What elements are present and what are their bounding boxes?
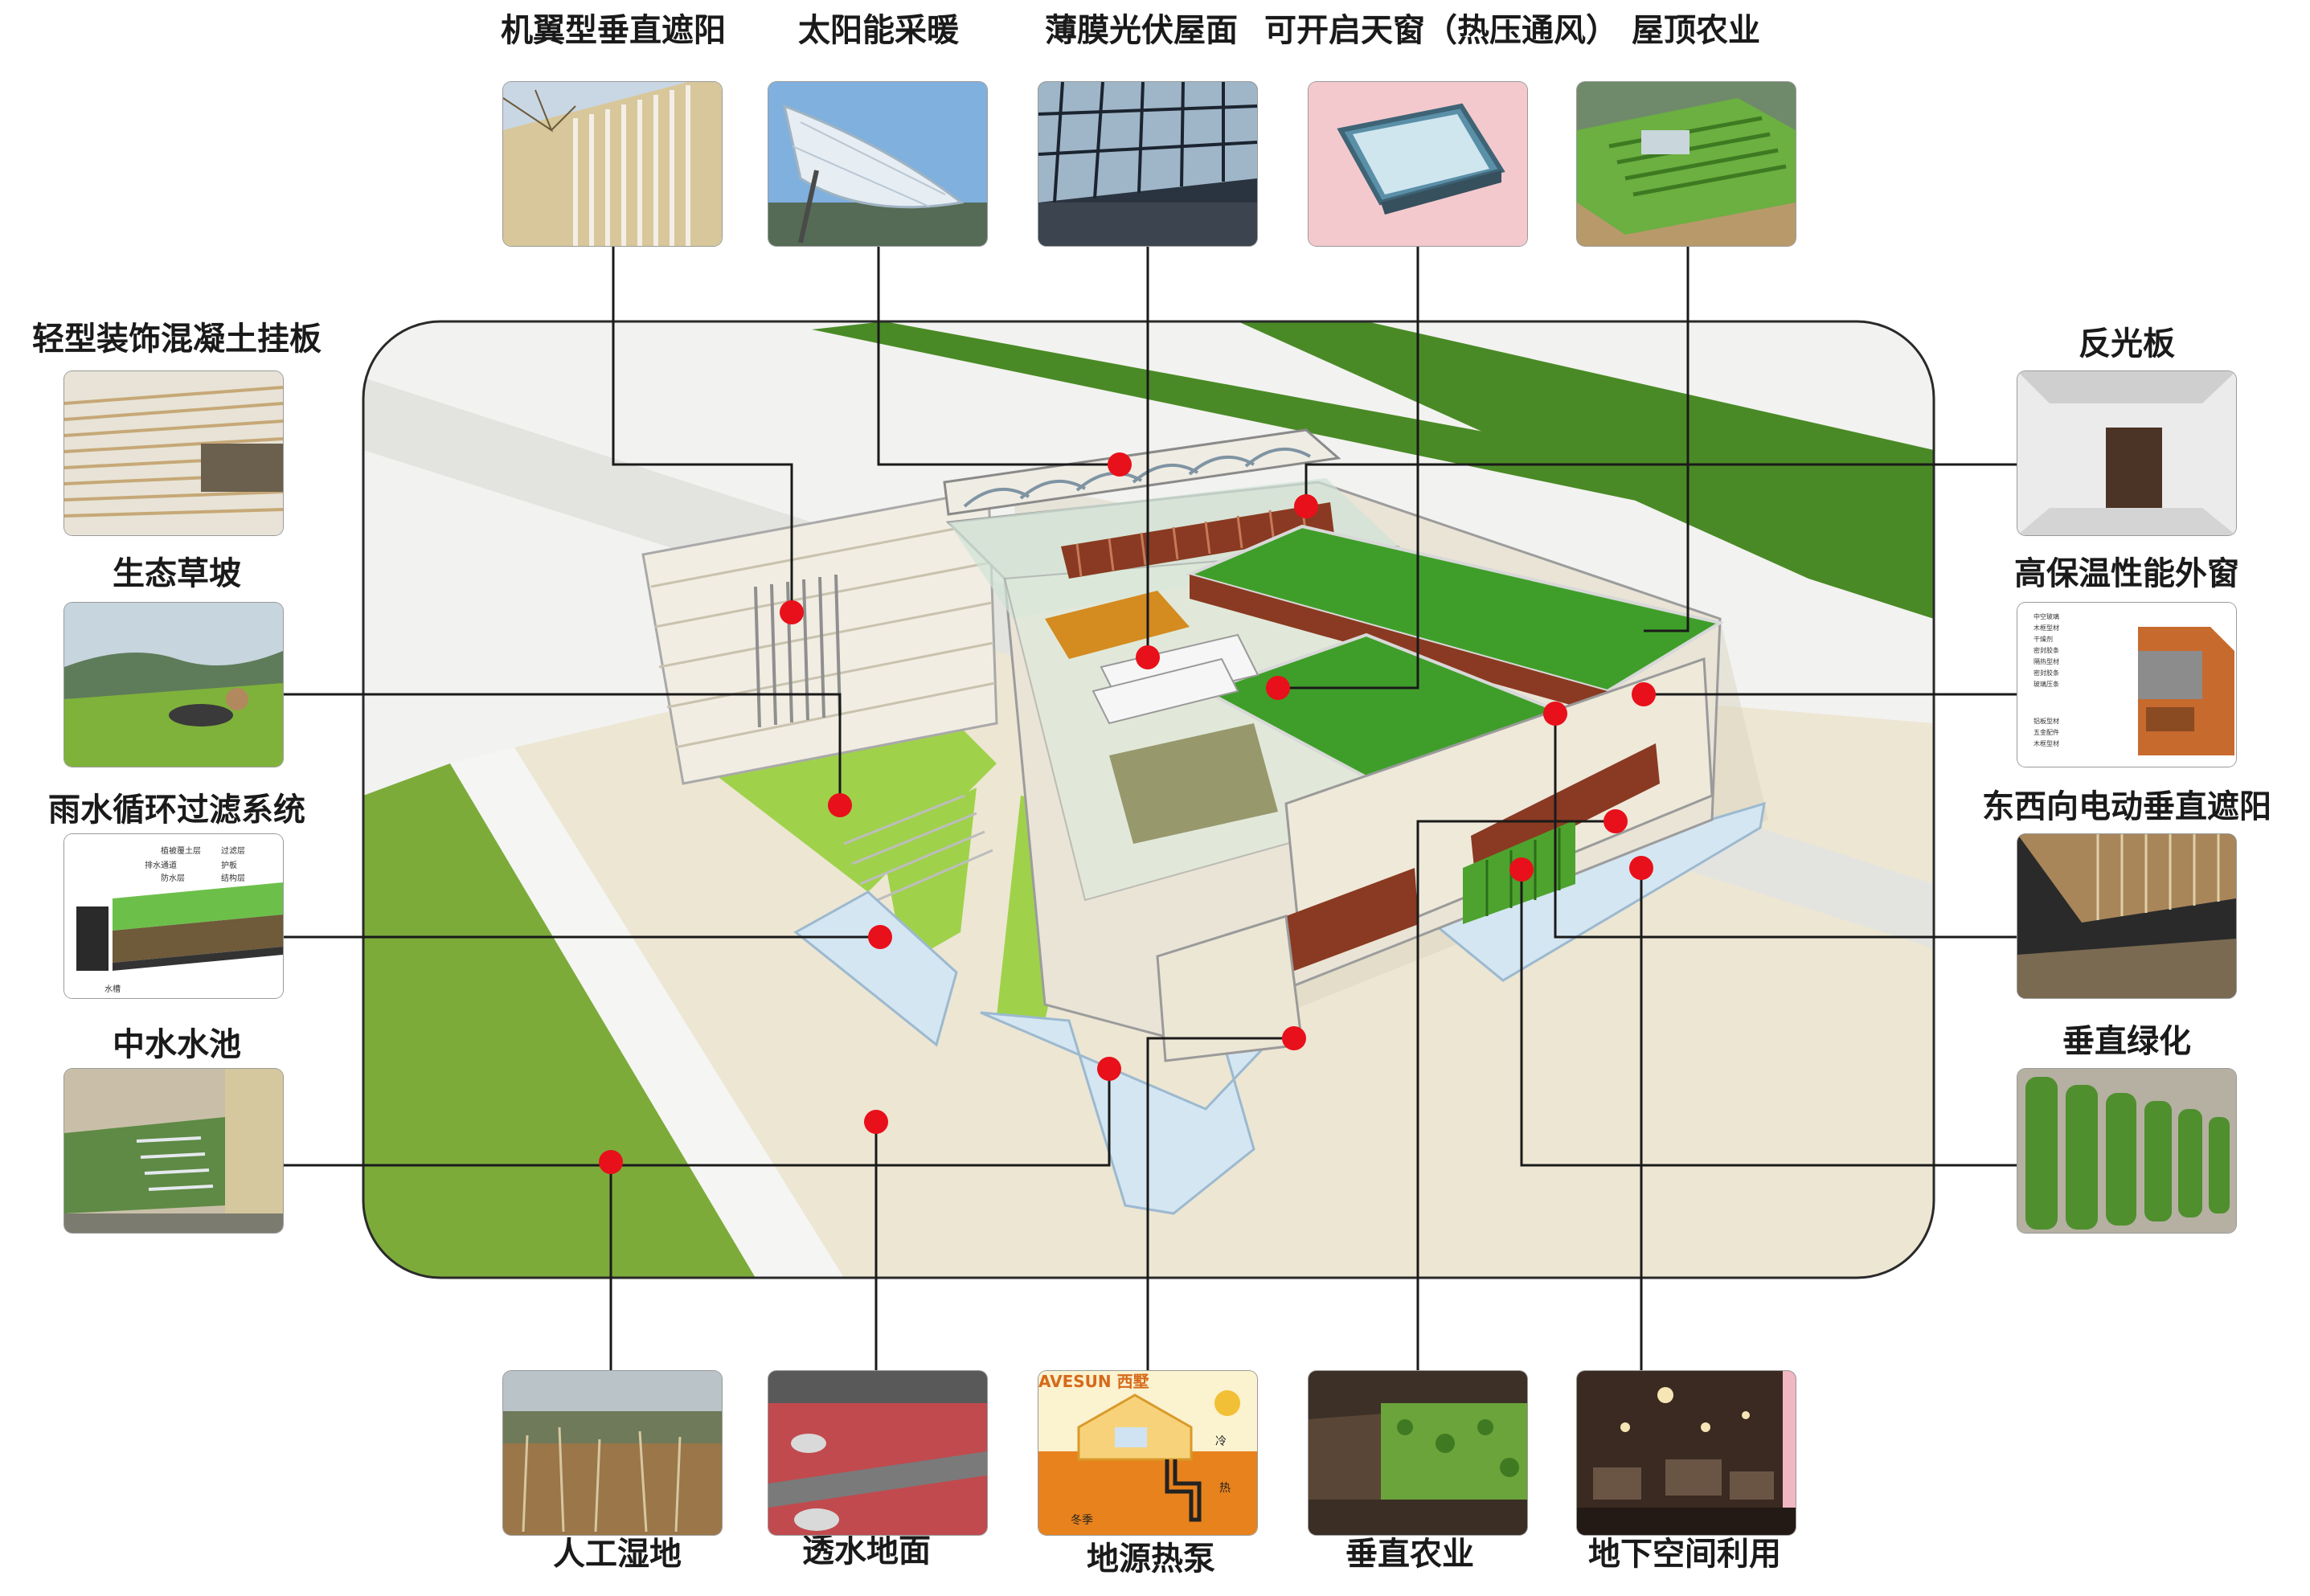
svg-text:护板: 护板 [221,860,237,870]
upper-roof [943,428,1341,516]
label-vertical-greening: 垂直绿化 [2062,1023,2191,1060]
reclaimed-water-pool-plan [793,890,958,1047]
photo-vertical-farming [1309,1371,1527,1535]
label-airfoil-shading: 机翼型垂直遮阳 [501,12,726,49]
svg-text:密封胶条: 密封胶条 [2034,646,2059,654]
label-insulated-window: 高保温性能外窗 [2014,555,2239,592]
photo-operable-skylight [1309,82,1527,246]
photo-rainwater-filter: 植被覆土层 过滤层 排水通道 护板 防水层 结构层 水槽 [64,834,283,998]
photo-solar-heating [768,82,987,246]
svg-text:密封胶条: 密封胶条 [2034,669,2059,677]
photo-airfoil-shading [503,82,722,246]
svg-text:木框型材: 木框型材 [2034,739,2059,747]
label-underground-space: 地下空间利用 [1588,1536,1781,1573]
photo-insulated-window: 中空玻璃 木框型材 干燥剂 密封胶条 隔热型材 密封胶条 玻璃压条 铝板型材 五… [2017,603,2236,767]
svg-text:冷: 冷 [1215,1435,1227,1448]
photo-reclaimed-water-pool [64,1069,283,1233]
label-eco-grass-slope: 生态草坡 [113,555,241,592]
svg-text:干燥剂: 干燥剂 [2034,635,2053,643]
lawn-south-west [363,763,756,1278]
photo-rooftop-farming [1577,82,1796,246]
svg-text:防水层: 防水层 [161,873,185,883]
svg-text:冬季: 冬季 [1071,1514,1093,1527]
svg-text:玻璃压条: 玻璃压条 [2034,680,2059,688]
photo-vertical-greening [2017,1069,2236,1233]
photo-ground-source-heat-pump: AVESUN 西墅 冷 热 冬季 [1038,1371,1257,1535]
label-ground-source-heat-pump: 地源热泵 [1087,1541,1215,1578]
svg-text:过滤层: 过滤层 [221,845,245,856]
photo-thin-film-pv-roof [1038,82,1257,246]
label-artificial-wetland: 人工湿地 [553,1536,682,1573]
label-vertical-farming: 垂直农业 [1345,1536,1474,1573]
svg-text:排水通道: 排水通道 [145,860,177,870]
photo-underground-space [1577,1371,1796,1535]
label-solar-heating: 太阳能采暖 [798,12,959,49]
label-thin-film-pv-roof: 薄膜光伏屋面 [1045,12,1238,49]
label-motorized-shading: 东西向电动垂直遮阳 [1982,788,2271,825]
label-concrete-panel: 轻型装饰混凝土挂板 [32,321,322,358]
svg-text:五金配件: 五金配件 [2034,728,2059,736]
svg-text:植被覆土层: 植被覆土层 [161,845,201,856]
label-reclaimed-water-pool: 中水水池 [113,1026,241,1063]
leader-lines [283,246,2017,1371]
label-rainwater-filter: 雨水循环过滤系统 [48,792,305,829]
label-permeable-paving: 透水地面 [802,1533,931,1569]
site-plan [363,321,1934,1278]
svg-text:结构层: 结构层 [221,873,245,883]
photo-artificial-wetland [503,1371,722,1535]
svg-text:木框型材: 木框型材 [2034,624,2059,632]
label-rooftop-farming: 屋顶农业 [1632,12,1760,49]
label-operable-skylight: 可开启天窗（热压通风） [1264,12,1618,49]
green-belt-2 [1238,321,1934,619]
photo-concrete-panel [64,371,283,535]
svg-text:AVESUN 西墅: AVESUN 西墅 [1038,1372,1149,1391]
svg-text:热: 热 [1219,1482,1231,1495]
photo-eco-grass-slope [64,603,283,767]
photo-motorized-shading [2017,834,2236,998]
photo-light-shelf [2017,371,2236,535]
svg-text:铝板型材: 铝板型材 [2034,717,2059,725]
svg-text:中空玻璃: 中空玻璃 [2034,612,2059,620]
svg-text:隔热型材: 隔热型材 [2034,657,2059,665]
svg-text:水槽: 水槽 [104,984,121,994]
feature-markers [599,452,1656,1174]
label-light-shelf: 反光板 [2079,325,2175,362]
photo-permeable-paving [768,1371,987,1535]
